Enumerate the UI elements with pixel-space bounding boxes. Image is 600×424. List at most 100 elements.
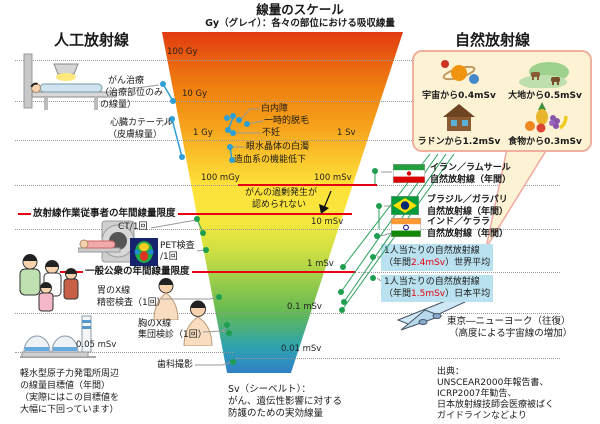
gridline-01msv	[15, 313, 560, 314]
scale-10msv: 10 mSv	[311, 217, 344, 227]
label-sv-note-3: 防護のための実効線量	[228, 408, 324, 419]
label-cancer-note-2: 認められない	[252, 200, 307, 210]
cosmos-icon	[441, 60, 479, 84]
gridline-1msv-right	[358, 272, 560, 273]
label-worker-limit: 放射線作業従事者の年間線量限度	[31, 208, 178, 220]
scale-005msv: 0.05 mSv	[76, 340, 117, 350]
label-plant-note-4: 大幅に下回っています）	[20, 405, 119, 415]
country-desc-brazil: 自然放射線（年間）	[427, 207, 509, 217]
country-name-india: インド／ケララ	[427, 217, 491, 227]
label-plant-note-3: （実際にはこの目標値を	[20, 393, 120, 403]
label-ct: CT/1回	[118, 222, 148, 232]
label-effect-hairloss: 一時的脱毛	[264, 116, 310, 126]
label-stomach-xray-2: 精密検査（1回）	[97, 298, 166, 308]
label-plant-note-1: 軽水型原子力発電所周辺	[20, 369, 120, 379]
avg-value: 2.4mSv	[411, 258, 446, 268]
country-name-iran: イラン／ラムサール	[430, 163, 511, 173]
scale-1sv: 1 Sv	[337, 128, 356, 138]
heading-artificial-radiation: 人工放射線	[54, 31, 130, 49]
label-effect-lens: 眼水晶体の白濁	[246, 142, 310, 152]
earth-icon	[519, 62, 569, 88]
label-cardiac-catheter-2: （皮膚線量）	[108, 130, 163, 140]
radon-house-icon	[443, 104, 475, 131]
avg-post: ）日本平均	[445, 289, 491, 299]
pet-scan-brain-illustration	[130, 238, 158, 266]
label-chest-xray-1: 胸のX線	[138, 319, 172, 329]
label-cancer-therapy-3: の線量）	[100, 100, 137, 110]
scale-100msv: 100 mSv	[314, 173, 352, 183]
gridline-10gy	[15, 101, 560, 102]
label-cardiac-catheter-1: 心臓カテーテル	[110, 118, 174, 128]
country-desc-iran: 自然放射線（年間）	[430, 175, 512, 185]
label-stomach-xray-1: 胃のX線	[97, 286, 131, 296]
avg-value: 1.5mSv	[411, 289, 446, 299]
avg-post: ）世界平均	[445, 258, 491, 268]
natural-sources-box: 宇宙から0.4mSv 大地から0.5mSv ラドンから1.2mSv	[412, 50, 592, 152]
redline-public-limit	[60, 271, 356, 273]
iran-flag	[393, 164, 425, 183]
india-flag	[391, 218, 421, 237]
natural-source-label: 大地から0.5mSv	[508, 91, 582, 101]
natural-source-earth: 大地から0.5mSv	[502, 55, 588, 101]
stomach-xray-torso-illustration	[153, 278, 179, 320]
scale-100gy: 100 Gy	[167, 47, 198, 57]
radiotherapy-bed-illustration	[23, 53, 117, 110]
redline-100msv	[238, 184, 377, 186]
label-flight-1: 東京―ニューヨーク（往復）	[447, 316, 571, 327]
gridline-10msv	[15, 229, 560, 230]
country-name-brazil: ブラジル／ガラパリ	[427, 195, 508, 205]
label-pet-1: PET検査	[160, 241, 195, 251]
label-effect-infertility: 不妊	[262, 128, 281, 138]
redline-worker-limit	[18, 213, 352, 215]
scale-001msv: 0.01 mSv	[281, 344, 322, 354]
food-icon	[525, 102, 568, 133]
label-sources-2: UNSCEAR2000年報告書、	[437, 378, 549, 388]
scale-100mgy: 100 mGy	[201, 173, 240, 183]
natural-source-food: 食物から0.3mSv	[502, 101, 588, 147]
label-sources-4: 日本放射線技師会医療被ばく	[437, 400, 555, 410]
natural-source-cosmos: 宇宙から0.4mSv	[416, 55, 502, 101]
label-cancer-note-1: がんの過剰発生が	[245, 188, 318, 198]
label-dental: 歯科撮影	[157, 360, 194, 370]
natural-source-radon: ラドンから1.2mSv	[416, 101, 502, 147]
label-sources-1: 出典：	[437, 367, 465, 377]
brazil-flag	[391, 196, 419, 215]
label-chest-xray-2: 集団検診（1回）	[138, 330, 207, 340]
label-cancer-therapy-1: がん治療	[108, 76, 145, 86]
label-flight-2: （高度による宇宙線の増加）	[449, 328, 573, 339]
nuclear-plant-illustration	[20, 315, 96, 358]
avg-pre: （年間	[384, 258, 412, 268]
avg-pre: （年間	[384, 289, 412, 299]
natural-source-label: ラドンから1.2mSv	[417, 137, 501, 147]
world-average-box: 1人当たりの自然放射線 （年間2.4mSv）世界平均	[381, 244, 493, 271]
scale-01msv: 0.1 mSv	[287, 302, 322, 312]
chest-xray-torso-illustration	[183, 300, 213, 346]
scale-1gy: 1 Gy	[193, 128, 213, 138]
gridline-005msv	[15, 352, 233, 353]
label-sv-note-1: Sv（シーベルト）：	[228, 384, 311, 395]
label-effect-cataract: 白内障	[261, 104, 289, 114]
label-effect-hematopoietic: 造血系の機能低下	[234, 155, 307, 165]
label-sv-note-2: がん、遺伝性影響に対する	[228, 396, 343, 407]
scale-10gy: 10 Gy	[182, 89, 208, 99]
japan-average-box: 1人当たりの自然放射線 （年間1.5mSv）日本平均	[381, 275, 493, 302]
avg-line1: 1人当たりの自然放射線	[384, 246, 480, 256]
gridline-100gy	[15, 60, 560, 61]
avg-line1: 1人当たりの自然放射線	[384, 277, 480, 287]
natural-source-label: 宇宙から0.4mSv	[422, 91, 496, 101]
label-public-limit: 一般公衆の年間線量限度	[83, 266, 192, 278]
country-desc-india: 自然放射線（年間）	[427, 229, 509, 239]
heading-natural-radiation: 自然放射線	[455, 31, 531, 49]
page-title: 線量のスケール	[256, 2, 344, 17]
label-sources-5: ガイドラインなどより	[437, 411, 527, 421]
gridline-1gy-1sv	[15, 140, 560, 141]
label-pet-2: /1回	[160, 252, 178, 262]
natural-source-label: 食物から0.3mSv	[508, 137, 582, 147]
page-subtitle: Gy（グレイ）：各々の部位における吸収線量	[205, 18, 395, 29]
family-group-illustration	[19, 254, 79, 312]
scale-1msv: 1 mSv	[307, 259, 334, 269]
gridline-001msv	[236, 358, 560, 359]
label-sources-3: ICRP2007年勧告、	[437, 389, 517, 399]
label-cancer-therapy-2: （治療部位のみ	[100, 88, 164, 98]
